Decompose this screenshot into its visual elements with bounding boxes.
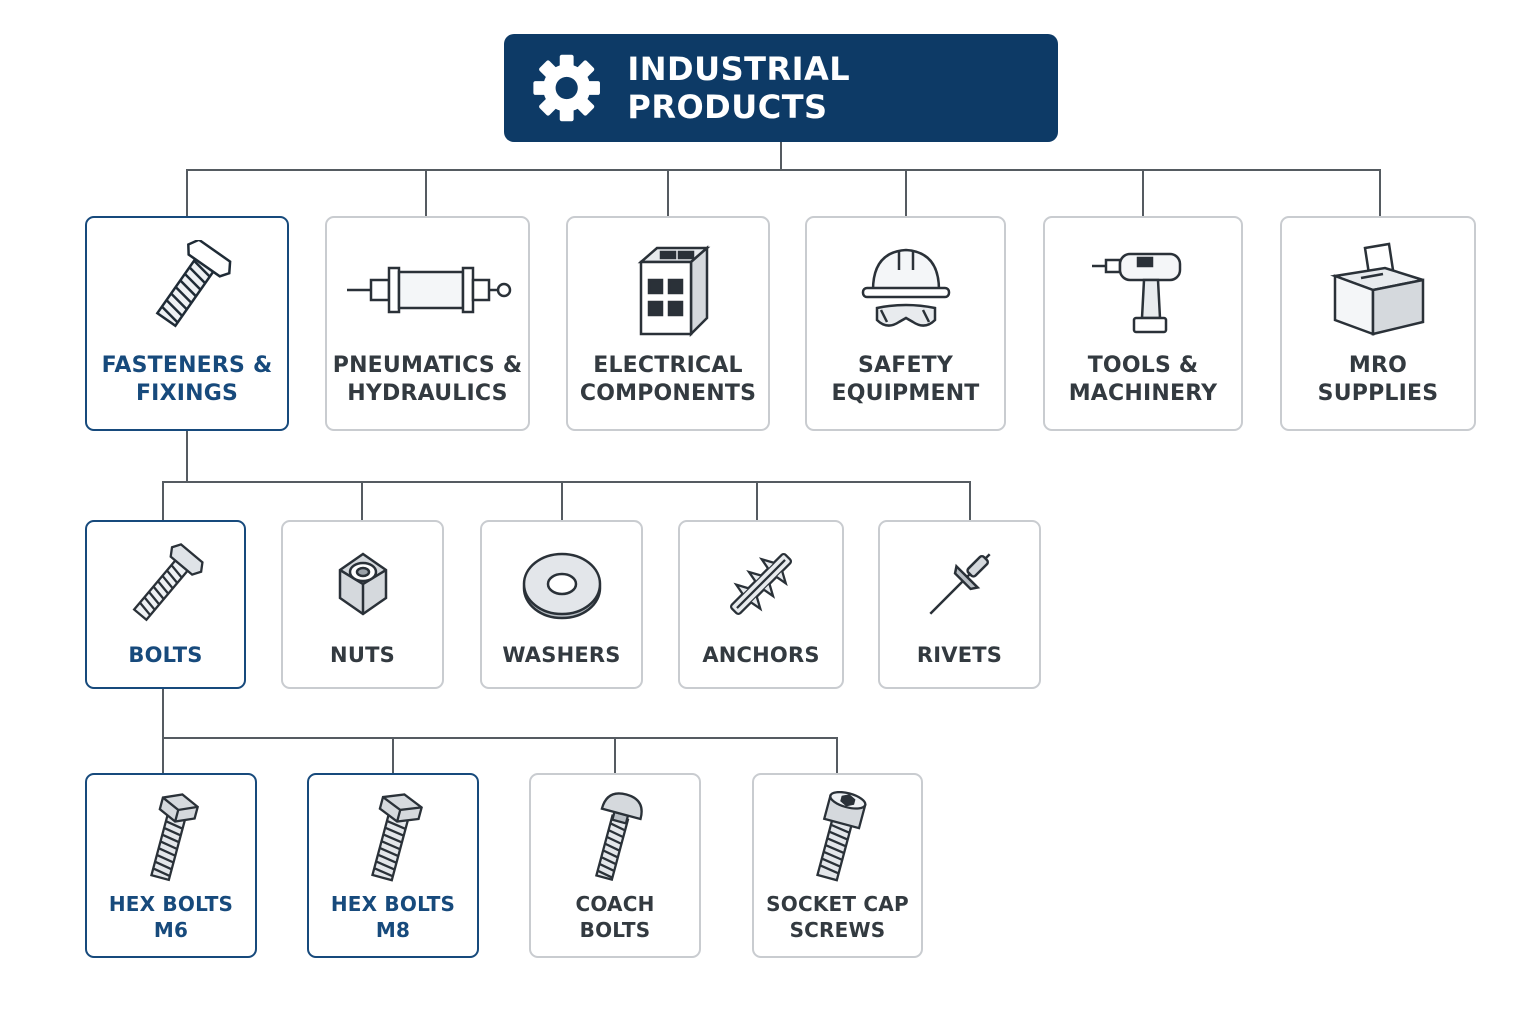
product-hex-bolts-m6[interactable]: HEX BOLTS M6: [85, 773, 257, 958]
product-label-line2: M8: [375, 918, 411, 942]
product-label-line1: COACH: [575, 892, 655, 916]
product-label-line1: HEX BOLTS: [330, 892, 456, 916]
subcategory-nuts[interactable]: NUTS: [281, 520, 444, 689]
subcategory-label: RIVETS: [916, 643, 1003, 667]
category-label-line1: PNEUMATICS &: [332, 353, 523, 378]
product-label-line2: BOLTS: [579, 918, 651, 942]
rivet-icon: [928, 553, 991, 615]
coach-bolt-icon: [594, 792, 643, 882]
product-hex-bolts-m8[interactable]: HEX BOLTS M8: [307, 773, 479, 958]
hex-bolt-icon: [371, 793, 423, 882]
category-label-line2: SUPPLIES: [1317, 380, 1439, 406]
subcategory-washers[interactable]: WASHERS: [480, 520, 643, 689]
nut-icon: [338, 552, 387, 616]
category-label-line2: MACHINERY: [1068, 380, 1218, 406]
subcategory-bolts[interactable]: BOLTS: [85, 520, 246, 689]
category-label-line1: FASTENERS &: [101, 353, 273, 378]
category-pneumatics-hydraulics[interactable]: PNEUMATICS & HYDRAULICS: [325, 216, 530, 431]
gear-icon: [533, 54, 600, 122]
washer-icon: [522, 552, 601, 620]
subcategory-label: WASHERS: [502, 643, 621, 667]
socket-cap-screw-icon: [815, 791, 867, 882]
hex-bolt-icon: [150, 793, 200, 882]
root-title: INDUSTRIAL PRODUCTS: [627, 50, 851, 126]
supply-box-icon: [1330, 242, 1425, 336]
category-label-line2: EQUIPMENT: [831, 380, 980, 406]
category-tools-machinery[interactable]: TOOLS & MACHINERY: [1043, 216, 1243, 431]
product-label-line1: SOCKET CAP: [766, 892, 909, 916]
category-label-line1: TOOLS &: [1087, 353, 1199, 378]
category-mro-supplies[interactable]: MRO SUPPLIES: [1280, 216, 1476, 431]
product-socket-cap-screws[interactable]: SOCKET CAP SCREWS: [752, 773, 923, 958]
subcategory-label: NUTS: [330, 643, 395, 667]
drill-icon: [1092, 252, 1182, 334]
bolt-icon: [132, 543, 204, 622]
product-label-line1: HEX BOLTS: [108, 892, 234, 916]
hard-hat-goggles-icon: [861, 248, 950, 327]
root-node-industrial-products[interactable]: INDUSTRIAL PRODUCTS: [504, 34, 1058, 142]
subcategory-label: ANCHORS: [702, 643, 820, 667]
electrical-box-icon: [637, 245, 711, 338]
product-label-line2: SCREWS: [789, 918, 886, 942]
category-fasteners-fixings[interactable]: FASTENERS & FIXINGS: [85, 216, 289, 431]
category-label-line1: ELECTRICAL: [593, 353, 743, 378]
subcategory-label: BOLTS: [128, 643, 203, 667]
product-label-line2: M6: [153, 918, 189, 942]
category-safety-equipment[interactable]: SAFETY EQUIPMENT: [805, 216, 1006, 431]
category-label-line1: MRO: [1348, 353, 1408, 378]
cylinder-icon: [346, 266, 511, 314]
subcategory-rivets[interactable]: RIVETS: [878, 520, 1041, 689]
anchor-icon: [729, 552, 793, 616]
category-label-line2: HYDRAULICS: [347, 380, 508, 406]
category-electrical-components[interactable]: ELECTRICAL COMPONENTS: [566, 216, 770, 431]
category-label-line2: FIXINGS: [135, 380, 239, 406]
product-coach-bolts[interactable]: COACH BOLTS: [529, 773, 701, 958]
subcategory-anchors[interactable]: ANCHORS: [678, 520, 844, 689]
hex-bolt-icon: [155, 240, 232, 328]
category-label-line1: SAFETY: [857, 353, 954, 378]
category-label-line2: COMPONENTS: [579, 380, 757, 406]
